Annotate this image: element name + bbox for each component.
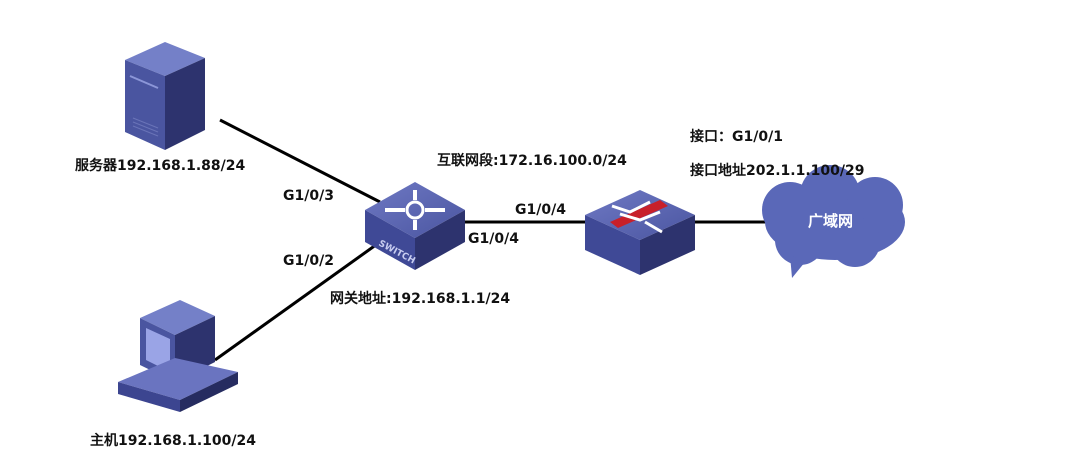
link-server-switch — [219, 118, 381, 204]
host-pc-icon — [118, 300, 238, 412]
wan-label: 广域网 — [808, 212, 854, 230]
firewall-port-label: G1/0/4 — [515, 202, 566, 218]
link-host-switch — [214, 240, 381, 362]
wan-cloud-icon — [762, 165, 905, 278]
host-port-label: G1/0/2 — [283, 253, 334, 269]
firewall-icon — [585, 190, 695, 275]
server-icon — [125, 42, 205, 150]
interconnect-segment-label: 互联网段:172.16.100.0/24 — [437, 153, 627, 169]
switch-icon: SWITCH — [365, 182, 465, 270]
wan-interface-label: 接口：G1/0/1 — [690, 129, 783, 145]
gateway-label: 网关地址:192.168.1.1/24 — [330, 291, 511, 307]
host-label: 主机192.168.1.100/24 — [90, 433, 256, 449]
wan-address-label: 接口地址202.1.1.100/29 — [690, 163, 865, 179]
server-port-label: G1/0/3 — [283, 188, 334, 204]
server-label: 服务器192.168.1.88/24 — [75, 158, 246, 174]
switch-uplink-port-label: G1/0/4 — [468, 231, 519, 247]
